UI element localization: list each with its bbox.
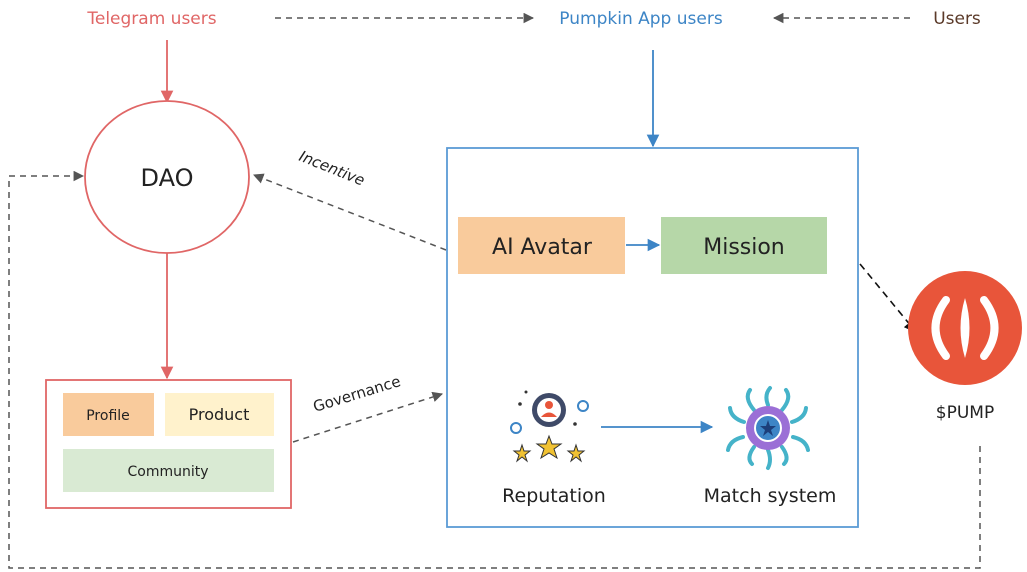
ai-avatar-label: AI Avatar — [492, 235, 593, 260]
telegram-users-label: Telegram users — [86, 9, 216, 29]
governance-label: Governance — [311, 372, 403, 416]
pumpkin-app-users-label: Pumpkin App users — [559, 9, 723, 29]
match-system-core — [746, 406, 790, 450]
profile-label: Profile — [86, 408, 130, 424]
match-system-icon — [726, 386, 810, 470]
governance-arrow — [292, 391, 443, 443]
dao-label: DAO — [141, 164, 194, 192]
reputation-icon — [510, 390, 589, 463]
mission-block — [661, 217, 827, 274]
ai-avatar-block — [458, 217, 625, 274]
pump-label: $PUMP — [936, 403, 994, 423]
incentive-arrow — [253, 173, 447, 251]
pump-to-dao-feedback-arrow — [8, 170, 981, 569]
pump-logo-icon — [908, 271, 1022, 385]
mission-label: Mission — [703, 235, 785, 260]
reputation-label: Reputation — [502, 485, 606, 507]
mission-to-pump-arrow — [859, 263, 917, 333]
incentive-label: Incentive — [297, 147, 368, 190]
pumpkin-platform-box — [446, 147, 859, 528]
profile-block — [63, 393, 154, 436]
product-block — [165, 393, 274, 436]
community-label: Community — [127, 464, 208, 480]
community-block — [63, 449, 274, 492]
users-label: Users — [933, 9, 981, 29]
product-label: Product — [189, 405, 250, 424]
match-system-label: Match system — [704, 485, 837, 507]
